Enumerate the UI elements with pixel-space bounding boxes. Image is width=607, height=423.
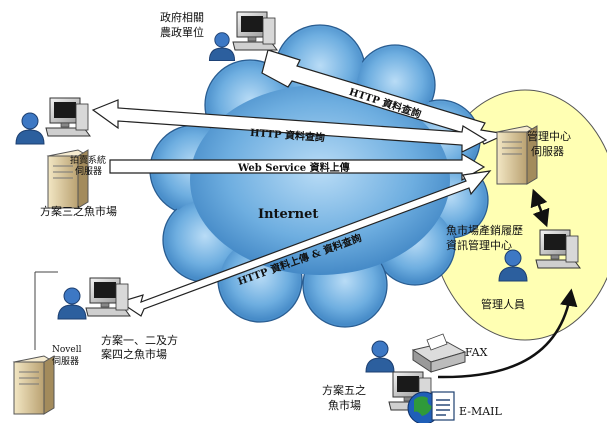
internet-label: Internet [258,207,318,222]
center-name-line1: 魚市場產銷履歷 [446,223,523,237]
novell-server-icon [13,355,55,415]
email-document-icon [431,391,455,421]
arrow-market3-http-query [91,99,488,153]
center-internal-link [530,188,550,228]
novell-server-label-line1: Novell [52,345,82,355]
admin-workstation-icon [535,229,581,269]
label-market3-webservice-upload: Web Service 資料上傳 [237,161,350,174]
fax-label: FAX [465,346,488,359]
gov-label-line1: 政府相關 [160,10,204,24]
gov-workstation-icon [232,11,278,51]
market3-server-label-line2: 伺服器 [75,165,102,177]
market124-person-icon [57,287,87,320]
center-server-label-line2: 伺服器 [531,145,564,158]
gov-person-icon [208,32,236,62]
market5-label-line2: 魚市場 [328,398,361,412]
center-name-line2: 資訊管理中心 [446,238,512,252]
arrow-gov-http-query [261,49,509,145]
gov-label-line2: 農政單位 [160,25,204,39]
market124-label-line1: 方案一、二及方 [101,333,178,347]
email-label: E-MAIL [459,405,503,418]
market124-workstation-icon [85,277,131,317]
market3-workstation-icon [45,97,91,137]
center-server-label-line1: 管理中心 [527,129,571,143]
market3-person-icon [15,112,45,145]
market5-person-icon [365,340,395,373]
novell-server-label-line2: 伺服器 [52,355,79,367]
arrow-market124-http-upload-query [118,170,492,317]
market124-label-line2: 案四之魚市場 [101,347,167,361]
market5-to-center-link [437,288,578,379]
admin-label: 管理人員 [481,297,525,311]
market3-server-label-line1: 拍賣系統 [70,154,106,166]
market3-label: 方案三之魚市場 [40,204,117,218]
market5-label-line1: 方案五之 [322,383,366,397]
fax-machine-icon [411,333,467,373]
